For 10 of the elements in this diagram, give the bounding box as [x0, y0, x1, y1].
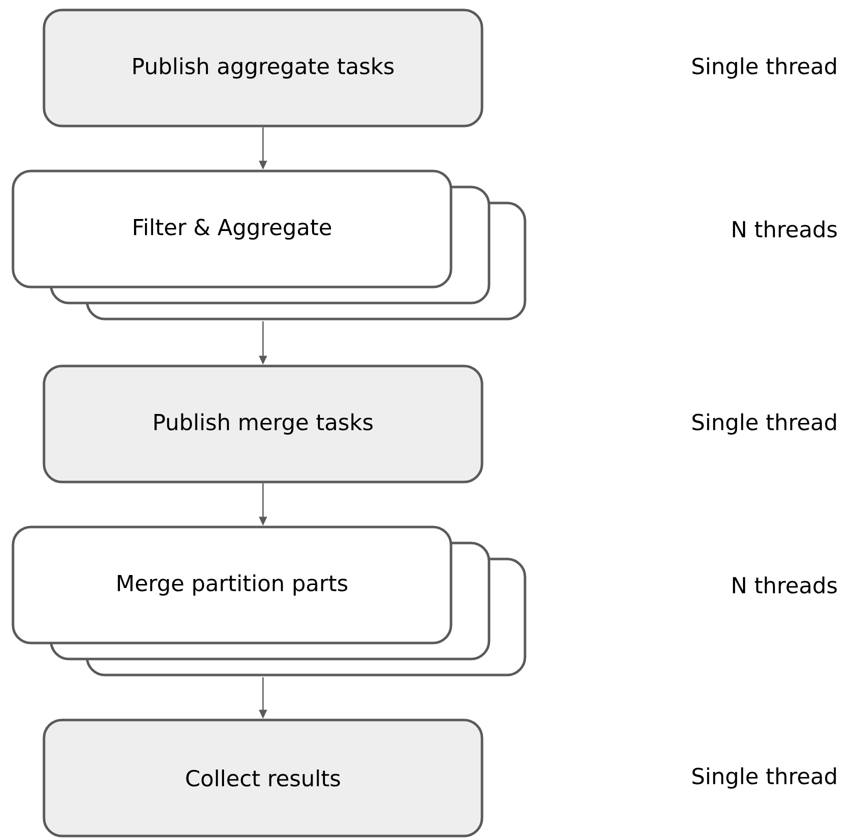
process-box: Publish merge tasks	[42, 364, 484, 484]
side-note: Single thread	[692, 413, 836, 435]
process-box: Publish aggregate tasks	[42, 8, 484, 128]
stacked-box: Merge partition parts	[12, 526, 526, 676]
process-box: Collect results	[42, 718, 484, 838]
side-note: N threads	[732, 576, 837, 594]
stacked-box: Filter & Aggregate	[12, 170, 526, 320]
side-note: Single thread	[692, 767, 836, 789]
side-note: N threads	[732, 220, 837, 238]
side-note: Single thread	[692, 57, 836, 79]
